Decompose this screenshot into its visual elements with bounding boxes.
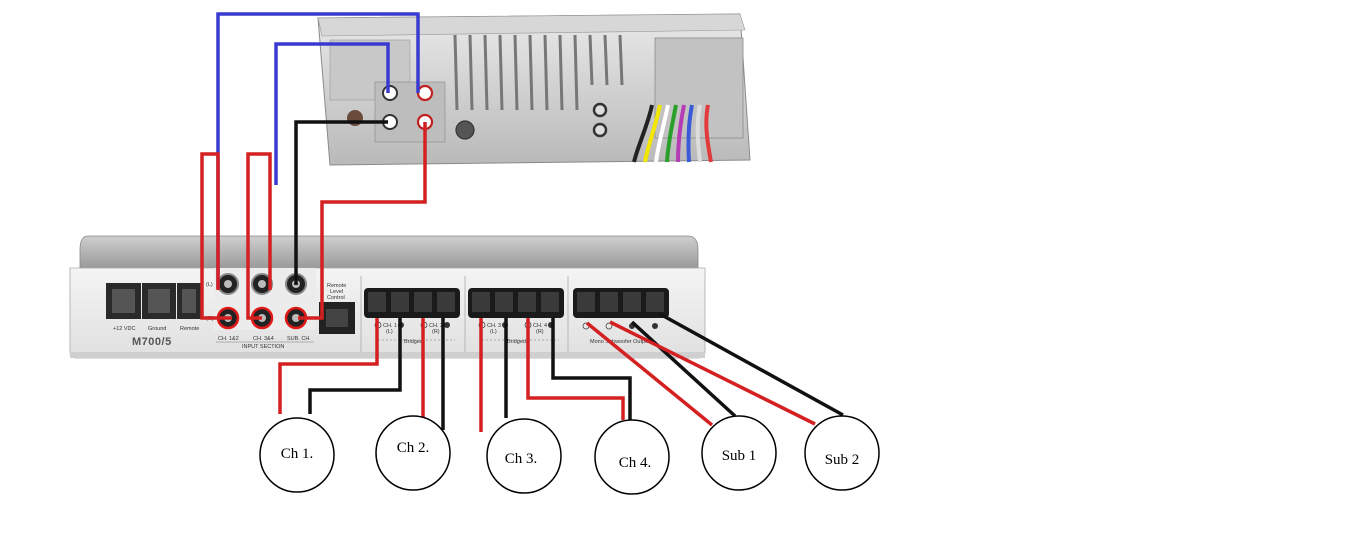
- head-unit-fins: [453, 34, 624, 111]
- power-terminal-remote-screw: [182, 289, 196, 313]
- out-label-bridged-1: Bridged: [404, 339, 423, 345]
- speaker-ch3-label: Ch 3.: [505, 451, 538, 467]
- remote-control-label-1: Remote: [327, 283, 346, 289]
- plus-icon: [605, 322, 613, 330]
- speaker-ch1-label: Ch 1.: [281, 446, 314, 462]
- wire-ch1-neg: [308, 318, 402, 414]
- wire-red-ch34: [246, 152, 272, 320]
- wire-ch1-pos: [278, 318, 379, 414]
- input-label-sub: SUB. CH.: [287, 336, 311, 342]
- wire-sub2-neg: [659, 312, 844, 417]
- speaker-ch2: Ch 2.: [375, 415, 451, 491]
- harness-wire: [704, 104, 713, 163]
- speaker-ch4-label: Ch 4.: [619, 455, 652, 471]
- harness-wire: [686, 104, 694, 163]
- input-rca-sub-r-pin: [292, 314, 300, 322]
- out-label-ch1-side: (L): [386, 329, 393, 335]
- input-label-ch12: CH. 1&2: [218, 336, 239, 342]
- wire-ch4-pos: [526, 318, 625, 420]
- head-unit-harness: [632, 104, 713, 163]
- out-label-ch2-side: (R): [432, 329, 440, 335]
- input-rca-ch34-l-pin: [258, 280, 266, 288]
- wire-sub1-pos: [585, 321, 714, 427]
- amplifier-model: M700/5: [132, 336, 172, 348]
- harness-wire: [665, 104, 678, 163]
- head-unit-top-edge: [317, 13, 746, 37]
- head-unit: [317, 13, 751, 166]
- wire-black-sub-in: [294, 120, 388, 285]
- speaker-ch1: Ch 1.: [259, 417, 335, 493]
- harness-wire: [643, 104, 662, 163]
- output-block-sub: [573, 288, 669, 318]
- power-terminal-12v-screw: [112, 289, 135, 313]
- harness-wire: [654, 104, 670, 163]
- out-label-ch3: CH. 3: [487, 323, 501, 329]
- wire-blue-rear: [274, 42, 390, 185]
- out-label-ch4-side: (R): [536, 329, 544, 335]
- head-unit-aux-jack-1: [592, 102, 608, 118]
- input-rca-ch12-l-pin: [224, 280, 232, 288]
- out-label-bridged-2: Bridged: [507, 339, 526, 345]
- power-label-ground: Ground: [148, 326, 166, 332]
- harness-wire: [695, 104, 702, 163]
- head-unit-din-port: [455, 120, 475, 140]
- head-unit-rca-front-l: [382, 85, 398, 101]
- speaker-ch3: Ch 3.: [486, 418, 562, 494]
- remote-control-label-3: Control: [327, 295, 345, 301]
- out-label-sub: Mono Subwoofer Output: [590, 339, 650, 345]
- wire-red-sub-in: [298, 122, 427, 320]
- wire-blue-front: [216, 12, 420, 288]
- speaker-ch4: Ch 4.: [594, 419, 670, 495]
- remote-control-port-inner: [326, 309, 348, 327]
- out-label-ch4: CH. 4: [533, 323, 547, 329]
- head-unit-rca-front-r: [416, 84, 434, 102]
- harness-wire: [676, 104, 686, 163]
- output-block-ch34: [468, 288, 564, 318]
- output-block-ch12: [364, 288, 460, 318]
- wire-sub1-neg: [630, 320, 737, 418]
- speaker-sub2-label: Sub 2: [825, 452, 860, 468]
- wire-sub2-pos: [609, 320, 816, 426]
- speaker-ch2-label: Ch 2.: [397, 440, 430, 456]
- harness-wire: [632, 104, 654, 163]
- power-terminal-ground-screw: [148, 289, 170, 313]
- speaker-sub2: Sub 2: [804, 415, 880, 491]
- minus-icon: [444, 322, 450, 328]
- speaker-sub1: Sub 1: [701, 415, 777, 491]
- wires: [200, 12, 844, 432]
- rca-side-label-l: (L): [206, 282, 213, 288]
- out-label-ch3-side: (L): [490, 329, 497, 335]
- amplifier: +12 VDC Ground Remote M700/5 (L) (R) CH.…: [69, 235, 706, 359]
- minus-icon: [652, 323, 658, 329]
- amplifier-base-shadow: [70, 352, 705, 358]
- head-unit-aux-jack-2: [592, 122, 608, 138]
- wire-red-ch12: [200, 152, 232, 320]
- power-label-remote: Remote: [180, 326, 199, 332]
- speakers: Ch 1. Ch 2. Ch 3. Ch 4. Sub 1 Sub 2: [259, 415, 880, 495]
- remote-control-label-2: Level: [330, 289, 343, 295]
- input-section-label: INPUT SECTION: [242, 344, 284, 350]
- wire-ch4-neg: [551, 318, 632, 420]
- out-label-ch1: CH. 1: [383, 323, 397, 329]
- out-label-ch2: CH. 2: [429, 323, 443, 329]
- input-label-ch34: CH. 3&4: [253, 336, 274, 342]
- amplifier-top: [79, 235, 699, 269]
- power-label-12v: +12 VDC: [113, 326, 135, 332]
- speaker-sub1-label: Sub 1: [722, 448, 757, 464]
